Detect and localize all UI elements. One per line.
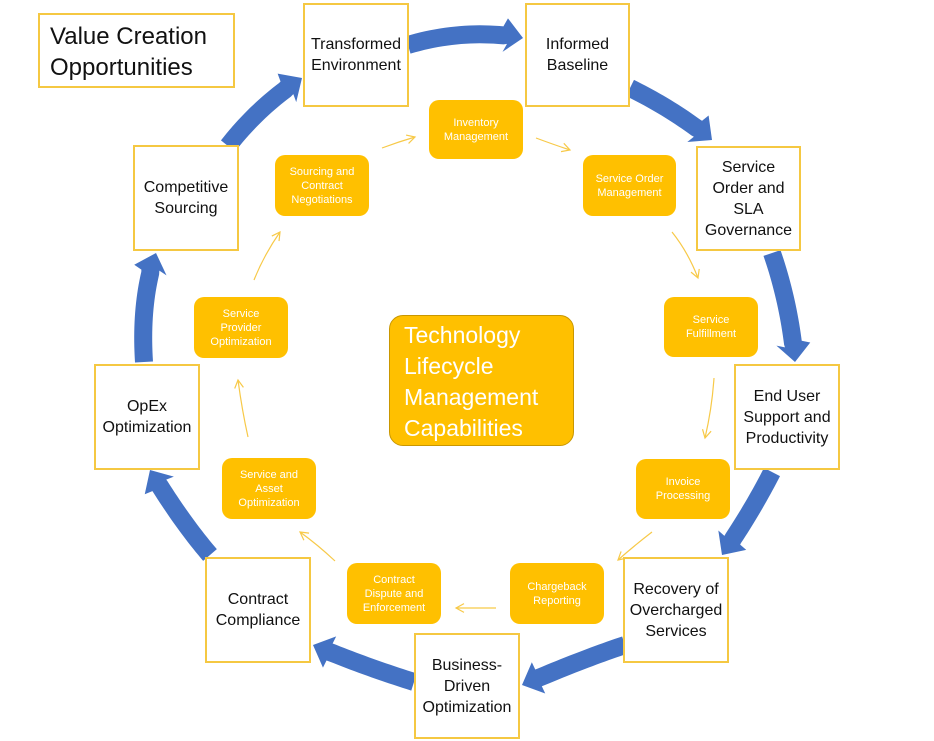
arrow-opex-to-competitive-sourcing <box>134 253 167 363</box>
capability-service-order-management: Service Order Management <box>583 155 676 216</box>
inner-arrow-sourcing-to-inventory-head <box>405 134 417 144</box>
arrow-transformed-to-informed <box>405 18 523 54</box>
inner-arrow-service-asset-to-provider <box>237 379 249 438</box>
arrow-service-order-to-end-user <box>763 250 811 362</box>
stage-opex-optimization: OpEx Optimization <box>94 364 200 470</box>
capability-service-fulfillment: Service Fulfillment <box>664 297 758 357</box>
stage-transformed-environment: Transformed Environment <box>303 3 409 107</box>
arrow-business-driven-to-contract-compliance <box>313 636 417 691</box>
stage-service-order-sla-governance: Service Order and SLA Governance <box>696 146 801 251</box>
capability-service-asset-optimization: Service and Asset Optimization <box>222 458 316 519</box>
inner-arrow-inventory-to-service-order <box>535 137 571 151</box>
inner-arrow-sourcing-to-inventory <box>381 136 416 149</box>
capability-sourcing-contract-negotiations: Sourcing and Contract Negotiations <box>275 155 369 216</box>
capability-service-provider-optimization: Service Provider Optimization <box>194 297 288 358</box>
inner-arrow-fulfillment-to-invoice <box>704 377 715 439</box>
stage-contract-compliance: Contract Compliance <box>205 557 311 663</box>
arrow-end-user-to-recovery <box>718 467 781 555</box>
inner-arrow-chargeback-to-contract-dispute-head <box>454 603 465 613</box>
inner-arrow-service-asset-to-provider-head <box>234 378 244 389</box>
arrow-competitive-sourcing-to-transformed <box>220 73 302 152</box>
inner-arrow-provider-to-sourcing <box>253 231 281 281</box>
stage-informed-baseline: Informed Baseline <box>525 3 630 107</box>
inner-arrow-fulfillment-to-invoice-head <box>701 429 712 440</box>
arrow-recovery-to-business-driven <box>522 636 628 694</box>
diagram-title: Value Creation Opportunities <box>38 13 235 88</box>
capability-chargeback-reporting: Chargeback Reporting <box>510 563 604 624</box>
stage-end-user-support: End User Support and Productivity <box>734 364 840 470</box>
inner-arrow-service-order-to-fulfillment <box>671 231 699 279</box>
inner-arrow-invoice-to-chargeback <box>617 531 653 561</box>
stage-recovery-overcharged: Recovery of Overcharged Services <box>623 557 729 663</box>
inner-arrow-dispute-to-service-asset-head <box>298 531 310 541</box>
capability-contract-dispute: Contract Dispute and Enforcement <box>347 563 441 624</box>
inner-arrow-service-order-to-fulfillment-head <box>690 268 700 280</box>
arrow-informed-to-service-order <box>626 79 712 142</box>
inner-arrow-provider-to-sourcing-head <box>271 230 281 242</box>
stage-competitive-sourcing: Competitive Sourcing <box>133 145 239 251</box>
arrow-contract-compliance-to-opex <box>144 470 217 561</box>
capability-invoice-processing: Invoice Processing <box>636 459 730 519</box>
inner-arrow-dispute-to-service-asset <box>299 531 336 562</box>
inner-arrow-inventory-to-service-order-head <box>560 142 572 153</box>
center-capabilities-label: Technology Lifecycle Management Capabili… <box>389 315 574 446</box>
capability-inventory-management: Inventory Management <box>429 100 523 159</box>
stage-business-driven-optimization: Business- Driven Optimization <box>414 633 520 739</box>
